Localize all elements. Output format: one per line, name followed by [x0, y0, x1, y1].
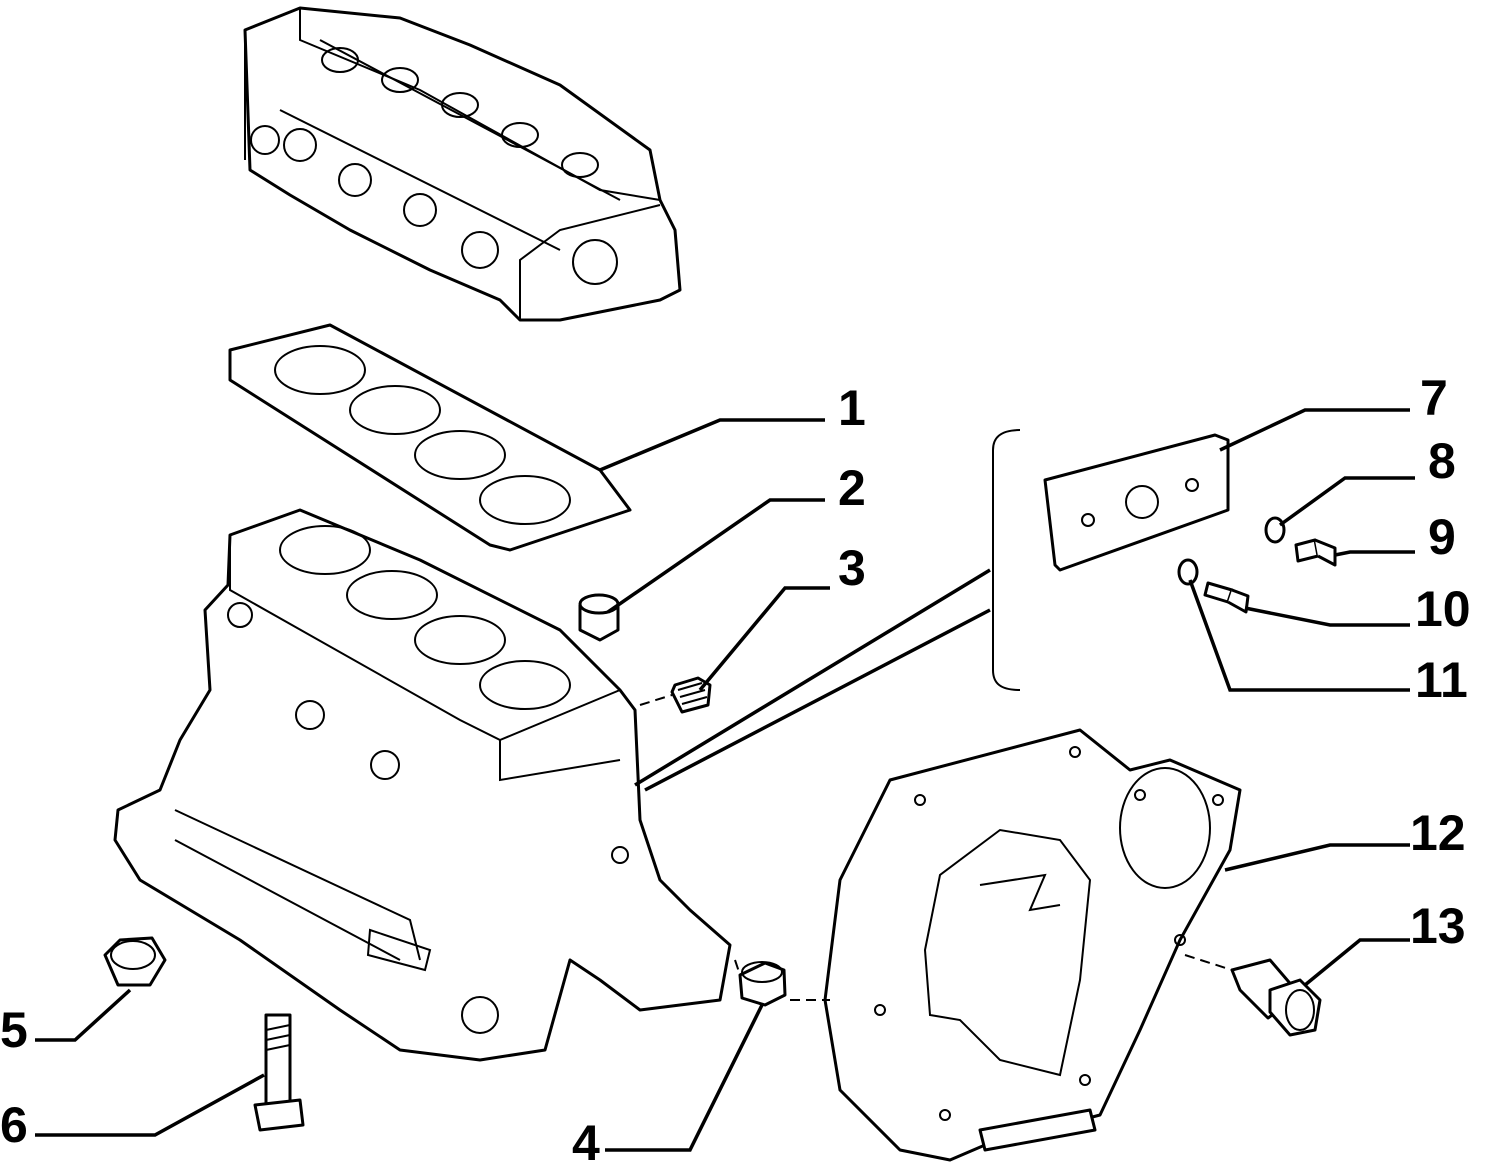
bushing — [738, 961, 787, 1007]
dowel-bushing — [578, 593, 620, 642]
callout-13: 13 — [1410, 898, 1466, 954]
callout-4: 4 — [572, 1115, 600, 1171]
threaded-plug — [670, 676, 712, 714]
callout-9: 9 — [1428, 509, 1456, 565]
washer-8 — [1264, 516, 1286, 544]
cylinder-head — [243, 6, 682, 322]
callout-5: 5 — [0, 1002, 28, 1058]
callout-1: 1 — [838, 380, 866, 436]
head-gasket — [228, 323, 632, 552]
bolt — [253, 1013, 305, 1132]
sensor-plug — [1230, 958, 1322, 1037]
detail-bracket — [992, 429, 1021, 691]
callout-6: 6 — [0, 1097, 28, 1153]
timing-cover-plate — [823, 728, 1242, 1162]
retaining-plate — [1043, 433, 1230, 572]
callout-numbers: 1 2 3 4 5 6 7 8 9 10 11 12 13 — [0, 370, 1471, 1171]
callout-10: 10 — [1415, 581, 1471, 637]
callout-3: 3 — [838, 540, 866, 596]
callout-8: 8 — [1428, 433, 1456, 489]
assembly-guides — [634, 568, 1233, 1001]
callout-11: 11 — [1415, 652, 1468, 708]
washer-11 — [1177, 558, 1199, 586]
screw-10 — [1203, 581, 1250, 614]
screw-9 — [1294, 538, 1337, 567]
callout-12: 12 — [1410, 805, 1466, 861]
engine-block — [113, 508, 732, 1062]
callout-7: 7 — [1420, 370, 1448, 426]
callout-2: 2 — [838, 460, 866, 516]
leader-lines — [35, 408, 1415, 1152]
seal-ring — [103, 936, 167, 987]
